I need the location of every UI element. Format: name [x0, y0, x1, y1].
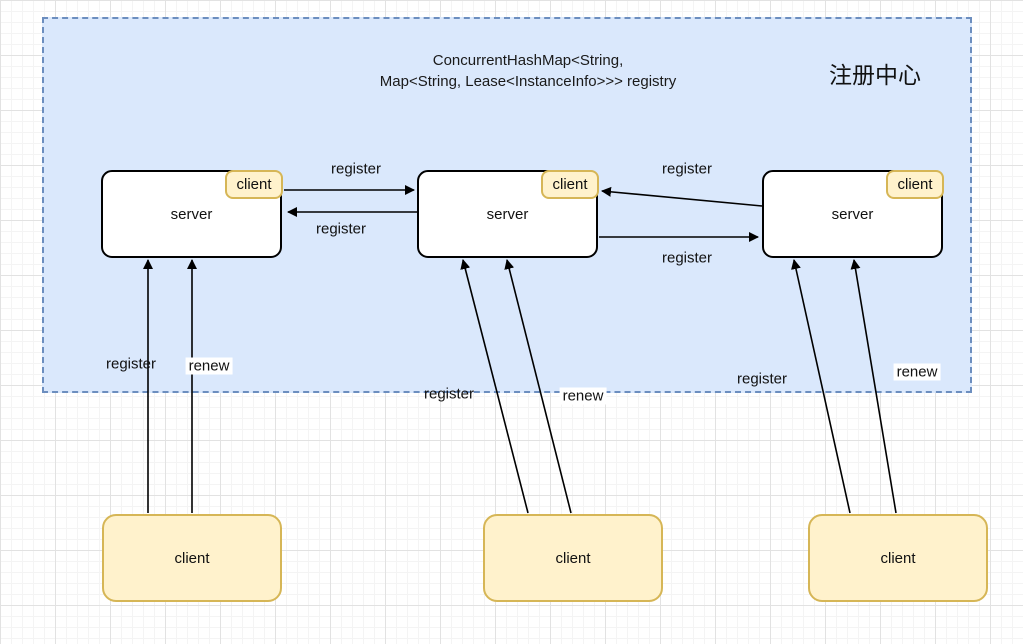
registry-annotation-line1: ConcurrentHashMap<String, [432, 52, 624, 69]
edge-label-s2-to-s1: register [315, 220, 367, 238]
server-box-2: server client [417, 170, 599, 258]
server-2-client-badge: client [541, 170, 599, 199]
edge-label-s1-to-s2: register [330, 160, 382, 178]
server-1-label: server [170, 205, 213, 223]
client-3-label: client [880, 549, 916, 567]
edge-label-c3-renew: renew [893, 363, 941, 381]
edge-label-c2-renew: renew [559, 387, 607, 405]
server-3-label: server [831, 205, 874, 223]
edge-label-c1-register: register [105, 355, 157, 373]
registry-annotation: ConcurrentHashMap<String, Map<String, Le… [318, 50, 738, 92]
server-2-label: server [486, 205, 529, 223]
client-2-label: client [555, 549, 591, 567]
client-box-2: client [483, 514, 663, 602]
edge-label-s3-to-s2: register [661, 160, 713, 178]
registry-annotation-line2: Map<String, Lease<InstanceInfo>>> regist… [379, 73, 677, 90]
server-1-client-badge: client [225, 170, 283, 199]
edge-label-c2-register: register [423, 385, 475, 403]
server-box-3: server client [762, 170, 944, 258]
client-1-label: client [174, 549, 210, 567]
edge-label-s2-to-s3: register [661, 249, 713, 267]
server-box-1: server client [101, 170, 283, 258]
edge-label-c3-register: register [736, 370, 788, 388]
registry-zone-title: 注册中心 [829, 62, 921, 88]
server-3-client-badge: client [886, 170, 944, 199]
client-box-3: client [808, 514, 988, 602]
client-box-1: client [102, 514, 282, 602]
edge-label-c1-renew: renew [185, 357, 233, 375]
